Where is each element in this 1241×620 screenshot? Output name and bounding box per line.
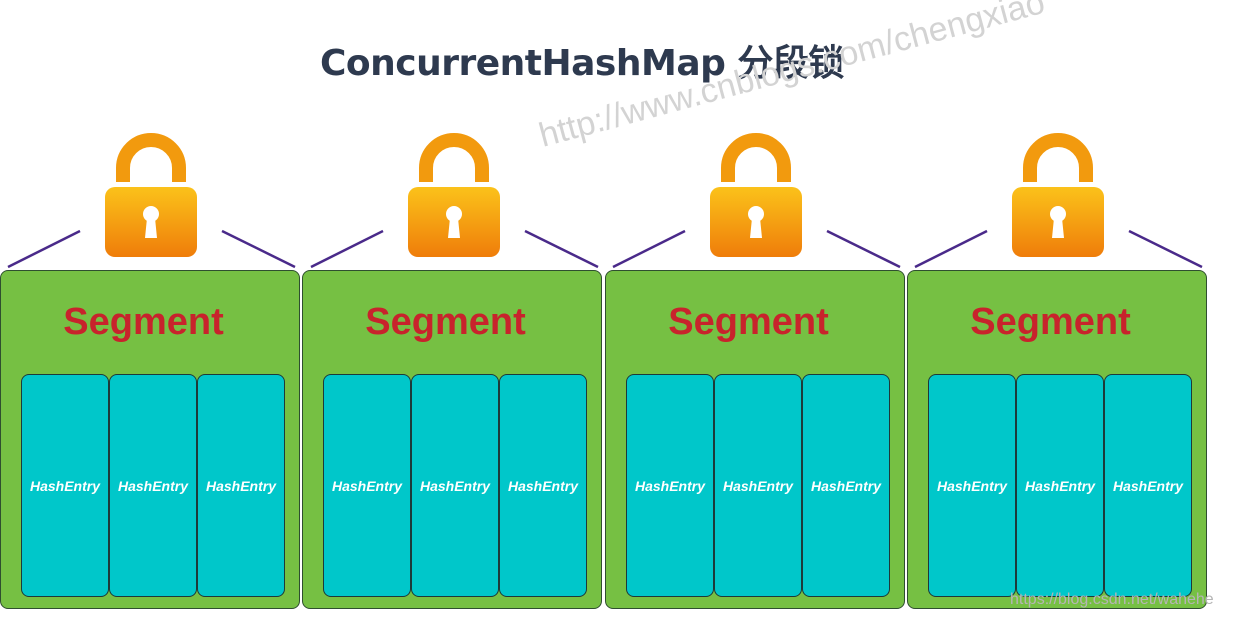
connector-line <box>914 229 988 269</box>
hash-entry-label: HashEntry <box>936 477 1008 494</box>
padlock-icon <box>1007 129 1109 262</box>
hash-entry-label: HashEntry <box>810 477 882 494</box>
hash-entry-label: HashEntry <box>722 477 794 494</box>
hash-entry-label: HashEntry <box>331 477 403 494</box>
connector-line <box>1128 229 1203 269</box>
hash-entry-group: HashEntry HashEntry HashEntry <box>626 374 890 597</box>
hash-entry-group: HashEntry HashEntry HashEntry <box>21 374 285 597</box>
connector-line <box>221 229 296 269</box>
hash-entry: HashEntry <box>928 374 1016 597</box>
hash-entry-label: HashEntry <box>419 477 491 494</box>
segment-box: Segment HashEntry HashEntry HashEntry <box>302 270 602 609</box>
diagram-title: ConcurrentHashMap 分段锁 <box>320 43 844 84</box>
padlock-icon <box>705 129 807 262</box>
hash-entry-label: HashEntry <box>205 477 277 494</box>
segment-label: Segment <box>668 301 829 343</box>
hash-entry: HashEntry <box>411 374 499 597</box>
segment-label: Segment <box>365 301 526 343</box>
padlock-icon <box>100 129 202 262</box>
hash-entry: HashEntry <box>1104 374 1192 597</box>
hash-entry-label: HashEntry <box>1112 477 1184 494</box>
connector-line <box>826 229 901 269</box>
segment-label: Segment <box>63 301 224 343</box>
hash-entry-group: HashEntry HashEntry HashEntry <box>323 374 587 597</box>
hash-entry: HashEntry <box>714 374 802 597</box>
hash-entry-label: HashEntry <box>117 477 189 494</box>
segment-box: Segment HashEntry HashEntry HashEntry <box>907 270 1207 609</box>
segment-box: Segment HashEntry HashEntry HashEntry <box>0 270 300 609</box>
segment-box: Segment HashEntry HashEntry HashEntry <box>605 270 905 609</box>
hash-entry: HashEntry <box>626 374 714 597</box>
hash-entry-label: HashEntry <box>634 477 706 494</box>
hash-entry: HashEntry <box>1016 374 1104 597</box>
hash-entry: HashEntry <box>323 374 411 597</box>
hash-entry: HashEntry <box>109 374 197 597</box>
connector-line <box>310 229 384 269</box>
connector-line <box>612 229 686 269</box>
hash-entry-group: HashEntry HashEntry HashEntry <box>928 374 1192 597</box>
hash-entry: HashEntry <box>197 374 285 597</box>
hash-entry: HashEntry <box>499 374 587 597</box>
connector-line <box>524 229 599 269</box>
source-watermark: https://blog.csdn.net/wahehe <box>1010 591 1214 608</box>
connector-line <box>7 229 81 269</box>
hash-entry: HashEntry <box>802 374 890 597</box>
hash-entry-label: HashEntry <box>507 477 579 494</box>
hash-entry-label: HashEntry <box>29 477 101 494</box>
hash-entry-label: HashEntry <box>1024 477 1096 494</box>
segment-label: Segment <box>970 301 1131 343</box>
padlock-icon <box>403 129 505 262</box>
hash-entry: HashEntry <box>21 374 109 597</box>
